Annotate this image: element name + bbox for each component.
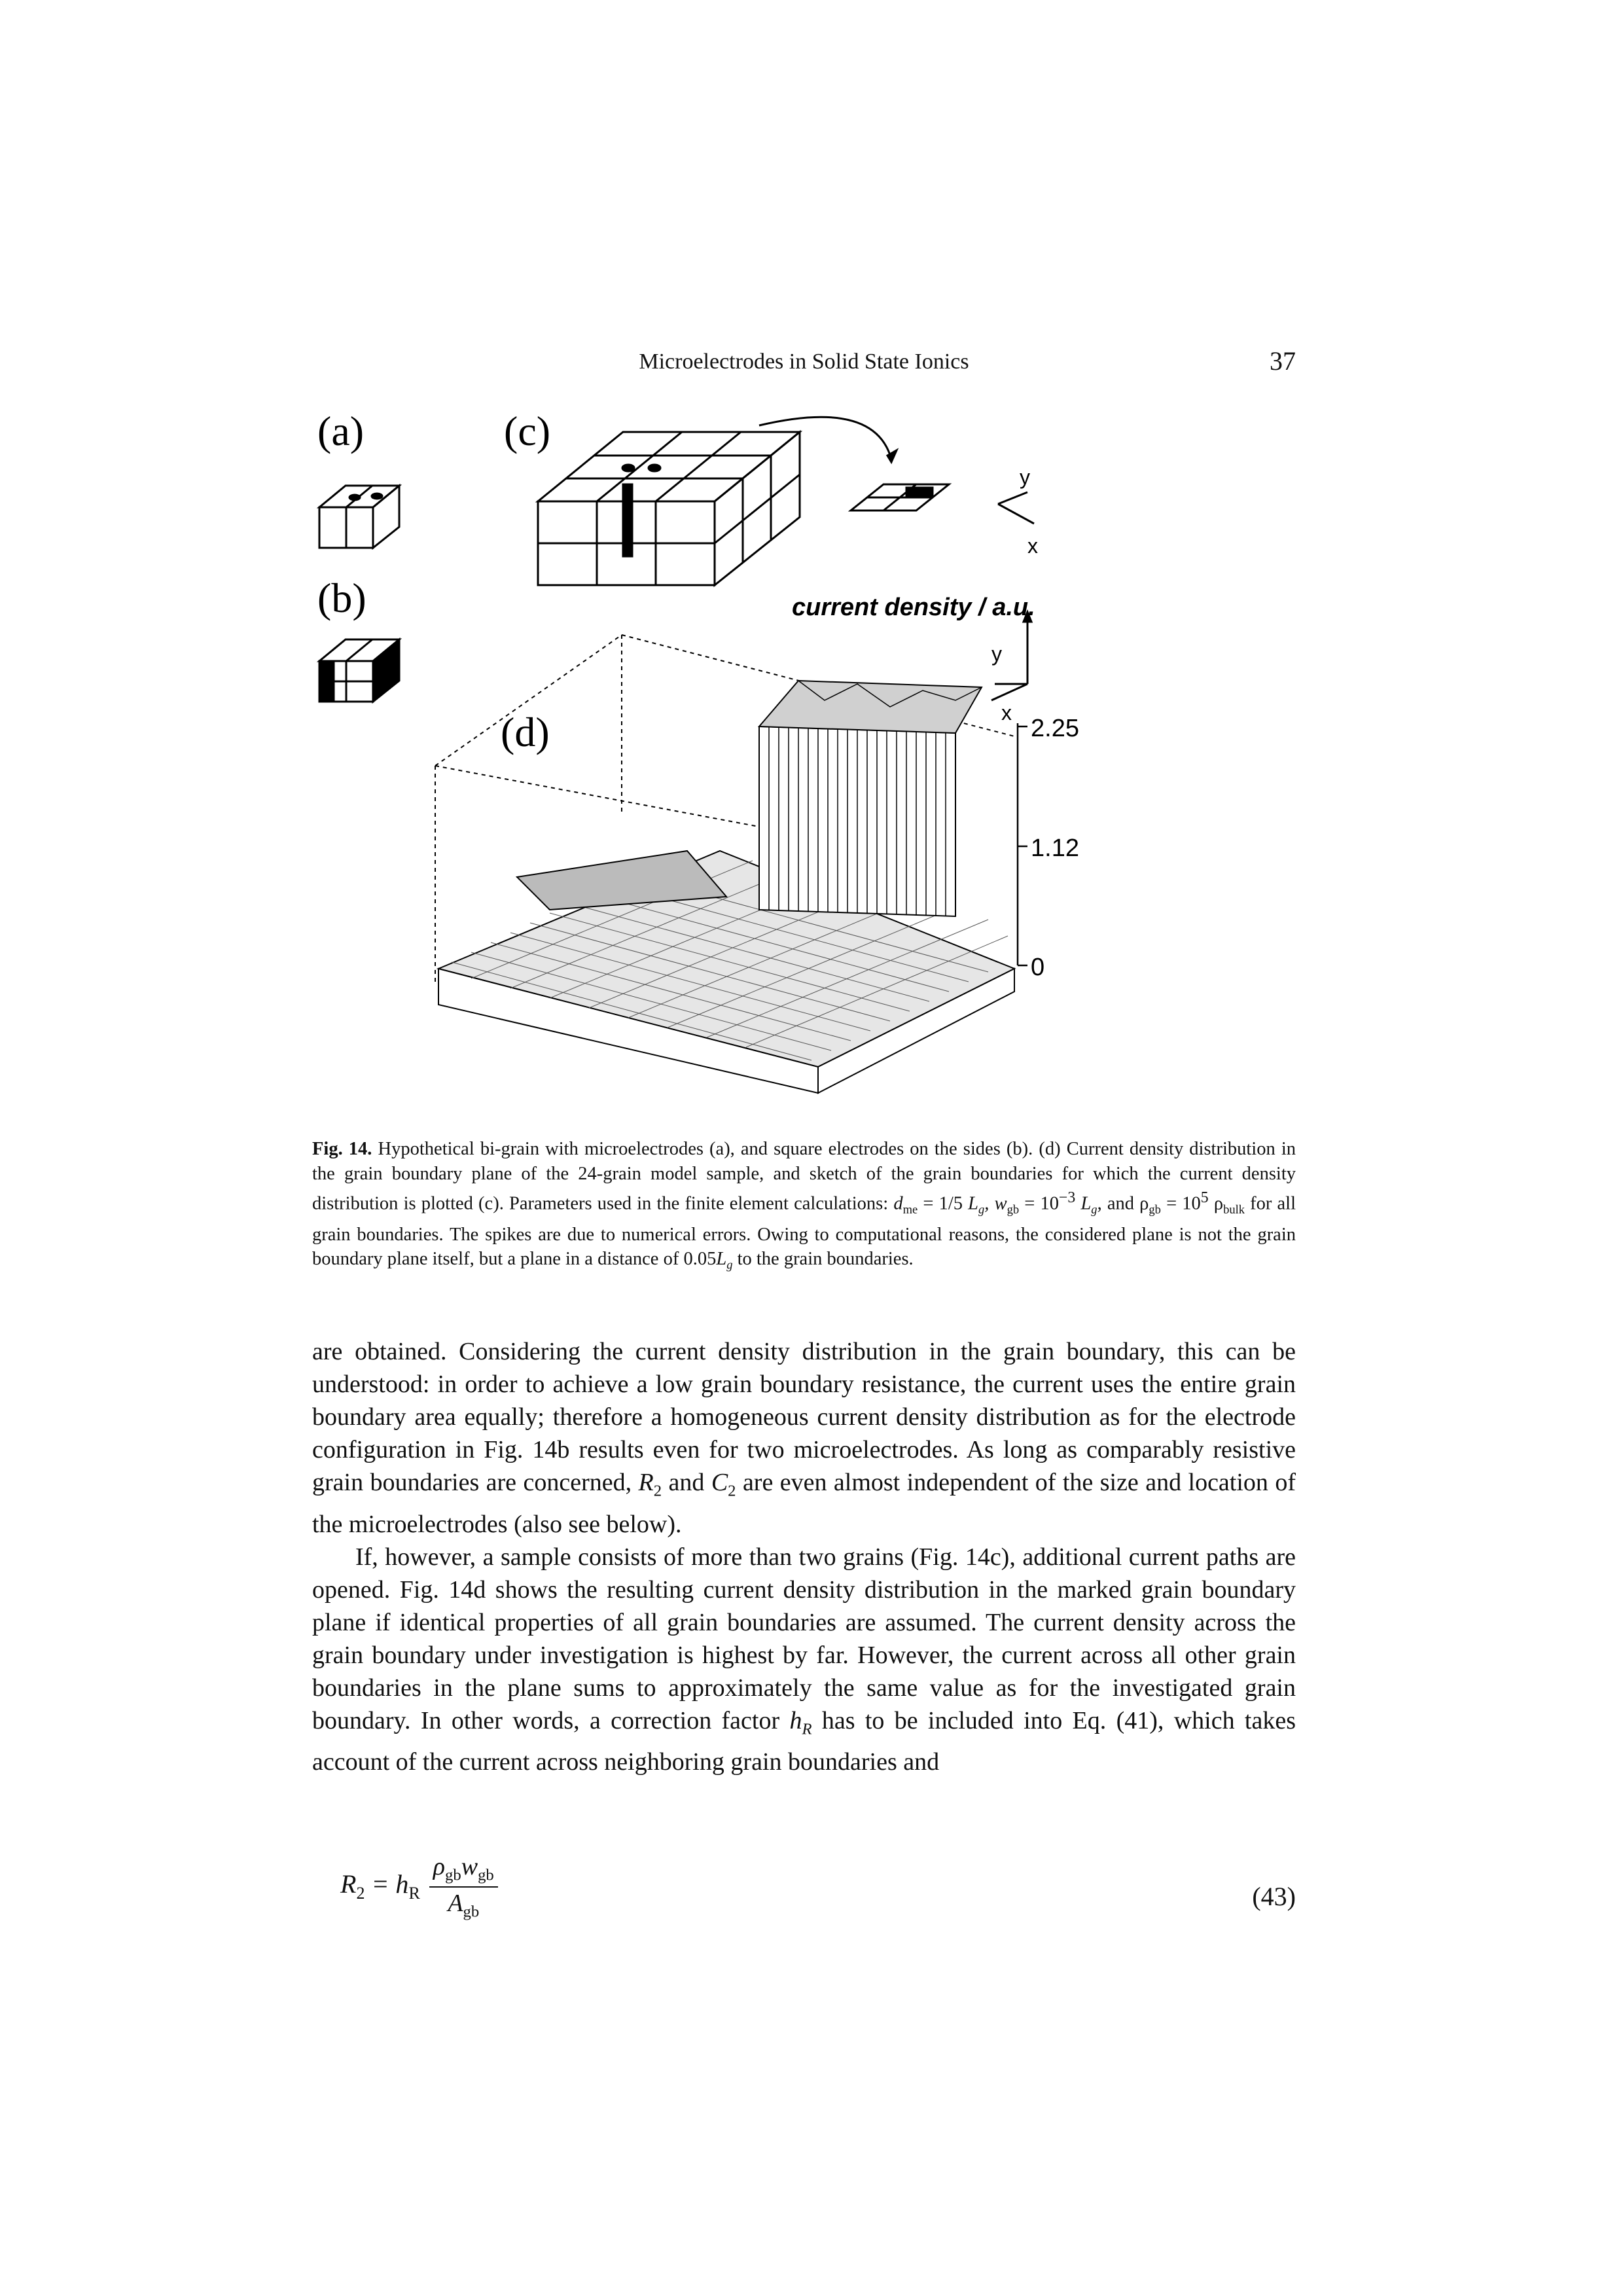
bi-grain-microelectrodes [316,483,402,550]
symbol-c2-sub: 2 [728,1482,736,1500]
symbol-r2-sub: 2 [653,1482,662,1500]
eq-rho-sub: gb [445,1866,461,1884]
param-rho-exp: 5 [1200,1189,1209,1206]
param-dme: d [893,1193,903,1214]
tick-1-12: 1.12 [1031,834,1079,862]
eq-lhs-sub: 2 [356,1883,365,1903]
eq-hr: = h [365,1869,409,1899]
paragraph-1-text: are obtained. Considering the current de… [312,1338,1296,1496]
z-axis [1016,723,1027,967]
symbol-r2: R [638,1469,654,1496]
symbol-hr: h [789,1706,802,1734]
param-bulk-sub: bulk [1223,1203,1245,1217]
sketch-x-label: x [1027,534,1038,558]
eq-lhs: R [340,1869,357,1899]
param-rho-val: = 10 [1160,1193,1201,1214]
param-wgb: , w [984,1193,1007,1214]
page-header: Microelectrodes in Solid State Ionics 37 [312,346,1296,385]
panel-d-label: (d) [501,709,550,755]
axis-triad [991,609,1033,702]
param-lg-sub-2: g [1091,1203,1097,1217]
paragraph-2: If, however, a sample consists of more t… [312,1541,1296,1779]
panel-b-label: (b) [317,575,366,621]
equation-body: R2 = hR ρgbwgb Agb [340,1852,498,1921]
eq-denominator: Agb [429,1888,498,1922]
figure-14-drawing: (a) (b) (c) [316,408,1079,1094]
param-rho-sub: gb [1149,1203,1161,1217]
z-axis-y-label: y [991,642,1002,666]
panel-a-label: (a) [317,408,364,454]
eq-a-sub: gb [463,1903,480,1921]
param-dme-sub: me [902,1203,918,1217]
param-rho: , and ρ [1097,1193,1149,1214]
equation-43: R2 = hR ρgbwgb Agb (43) [340,1852,1296,1937]
grain-model-24 [535,416,899,588]
eq-fraction: ρgbwgb Agb [429,1852,498,1921]
tick-2-25: 2.25 [1031,715,1079,742]
param-bulk: ρ [1208,1193,1224,1214]
caption-text-2: for all grain boundaries. The spikes are… [312,1193,1296,1270]
tick-0: 0 [1031,954,1044,981]
param-lg: L [968,1193,979,1214]
param-wgb-sub: gb [1007,1203,1020,1217]
running-title: Microelectrodes in Solid State Ionics [639,350,969,374]
param-lg-sub-3: g [726,1258,733,1272]
figure-14: (a) (b) (c) [301,393,1309,1119]
eq-w-sub: gb [478,1866,494,1884]
eq-w: w [461,1853,478,1880]
caption-label: Fig. 14. [312,1139,372,1159]
paragraph-2-text: If, however, a sample consists of more t… [312,1543,1296,1734]
paragraph-1: are obtained. Considering the current de… [312,1335,1296,1541]
z-axis-title: current density / a.u. [792,594,1035,621]
grain-boundary-plane-sketch [847,483,952,512]
param-lg-3: L [716,1249,727,1270]
current-density-surface [436,679,1016,1094]
eq-rho: ρ [433,1853,446,1880]
z-axis-x-label: x [1001,701,1012,725]
param-wgb-exp: −3 [1058,1189,1076,1206]
panel-c-label: (c) [504,408,550,454]
paragraph-2-end: has to be included into Eq. (41), which … [312,1706,1296,1776]
param-wgb-val: = 10 [1019,1193,1059,1214]
symbol-hr-sub: R [802,1720,812,1738]
param-dme-val: = 1/5 [918,1193,969,1214]
equation-number: (43) [1252,1882,1296,1911]
paragraph-1-and: and [662,1469,711,1496]
caption-text-3: to the grain boundaries. [732,1249,914,1270]
eq-hr-sub: R [408,1883,420,1903]
figure-caption: Fig. 14. Hypothetical bi-grain with micr… [312,1137,1296,1278]
symbol-c2: C [711,1469,728,1496]
param-lg-sub: g [978,1203,985,1217]
param-lg-2: L [1080,1193,1092,1214]
body-text: are obtained. Considering the current de… [312,1335,1296,1778]
sketch-y-label: y [1020,465,1030,489]
eq-a: A [448,1889,463,1917]
caption-text-1: Hypothetical bi-grain with microelectrod… [312,1139,1296,1214]
paragraph-1-end: are even almost independent of the size … [312,1469,1296,1538]
eq-numerator: ρgbwgb [429,1852,498,1888]
page-number: 37 [1270,346,1296,376]
bi-grain-side-electrodes [316,637,402,704]
